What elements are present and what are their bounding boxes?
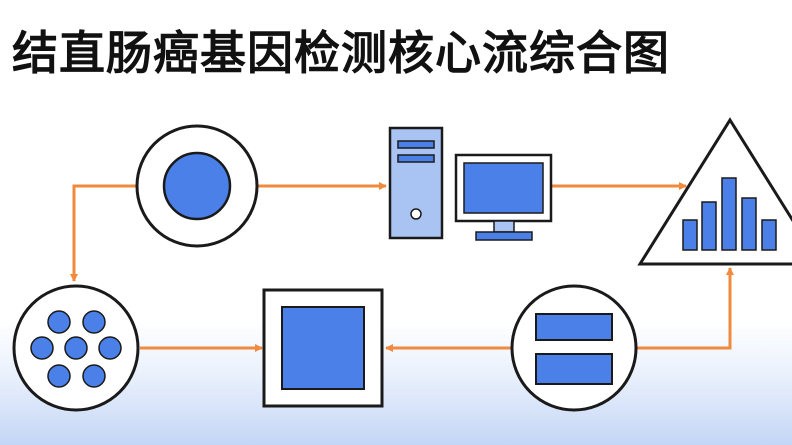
desktop-computer-icon [388,126,553,241]
stacked-bars-icon [535,313,613,385]
analysis-triangle-node [637,117,792,266]
report-circle-node [510,284,638,412]
arrow-sample-to-cells [70,184,136,282]
page-title: 结直肠癌基因检测核心流综合图 [12,26,670,80]
filled-circle-icon [162,151,232,221]
connectors [70,182,734,352]
cell-cluster-icon [30,310,122,388]
arrow-report-to-analysis [636,267,734,350]
bar-chart-triangle-icon [682,177,777,251]
square-frame-node [262,288,384,408]
computer-node [388,126,553,241]
sample-circle-node [135,124,259,248]
filled-square-icon [281,306,365,390]
cell-cluster-node [12,284,140,412]
